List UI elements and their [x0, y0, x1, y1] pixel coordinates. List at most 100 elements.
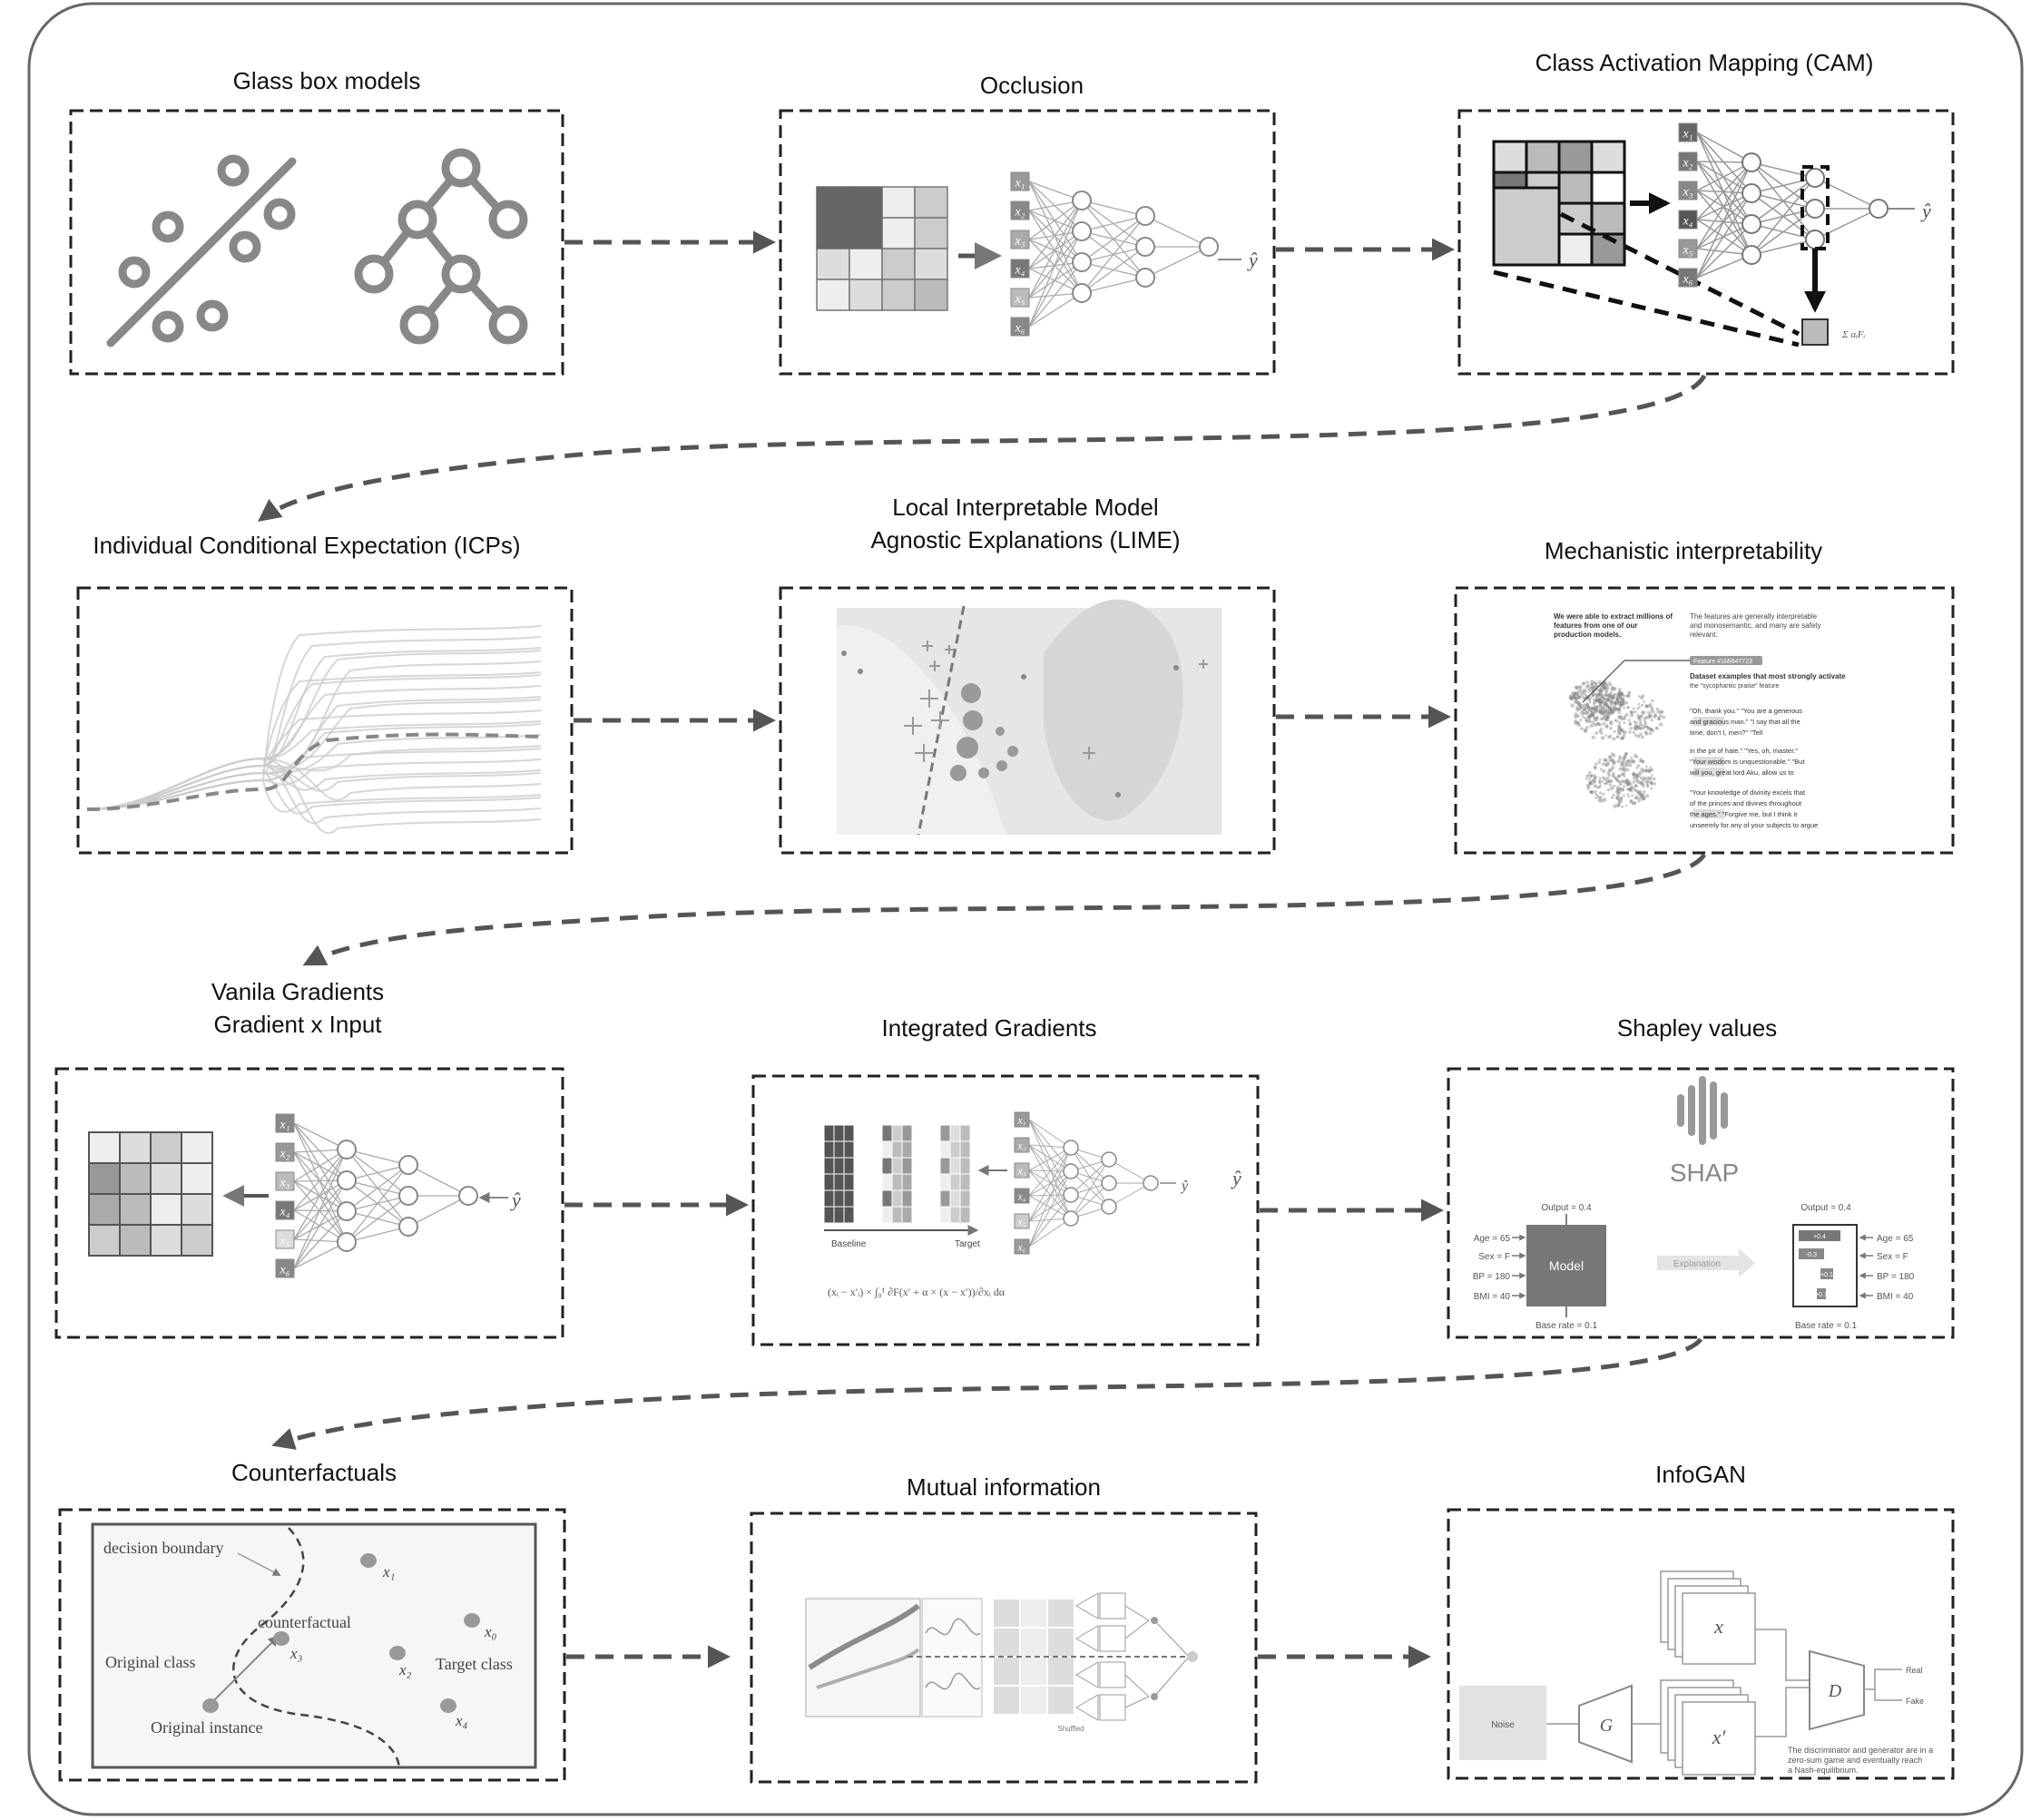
feature-point: [1579, 688, 1583, 691]
svg-text:relevant.: relevant.: [1690, 631, 1718, 639]
grid-cell: [939, 1173, 951, 1191]
input-label: x₅: [279, 1235, 289, 1248]
hidden-node: [1063, 1163, 1079, 1179]
feature-point: [1626, 793, 1630, 796]
feature-point: [1654, 714, 1657, 718]
panel-frame-glass: [69, 109, 564, 376]
feature-point: [1634, 801, 1637, 805]
feature-point: [1591, 714, 1595, 719]
feature-point: [1589, 710, 1593, 713]
feature-point: [1634, 727, 1637, 731]
feature-point: [1594, 796, 1597, 799]
lime-markers: [841, 641, 1208, 797]
feature-point: [1633, 753, 1638, 758]
feature-point: [1649, 706, 1654, 710]
feature-point: [1610, 688, 1614, 691]
cf-label-target-class: Target class: [436, 1655, 513, 1673]
network-edge: [293, 1122, 348, 1243]
feature-point: [1646, 779, 1650, 783]
cf-x0: x₀: [484, 1623, 497, 1640]
hidden-node: [1869, 199, 1889, 219]
feature-point: [1632, 773, 1636, 778]
feature-point: [1606, 693, 1611, 698]
grid-cell: [992, 1598, 1021, 1629]
feature-point: [1606, 771, 1611, 776]
feature-point: [1586, 787, 1590, 790]
feature-point: [1614, 692, 1617, 696]
mech-examples: "Oh, thank you." "You are a generousand …: [1689, 707, 1818, 829]
feature-point: [1619, 703, 1624, 708]
input-node: [275, 1200, 295, 1220]
feature-point: [1638, 797, 1642, 800]
feature-point: [1569, 697, 1573, 700]
feature-point: [1605, 712, 1611, 717]
feature-point: [1613, 784, 1616, 788]
feature-point: [1611, 695, 1616, 700]
ig-interpolation-columns: [823, 1124, 971, 1224]
feature-point: [1656, 709, 1661, 714]
feature-point: [1613, 688, 1615, 691]
feature-point: [1634, 784, 1638, 788]
shap-bar-value: +0.4: [1813, 1234, 1826, 1240]
feature-point: [1649, 780, 1653, 785]
network-edge: [1696, 190, 1752, 256]
feature-point: [1621, 703, 1624, 707]
feature-point: [1606, 710, 1610, 714]
feature-point: [1582, 697, 1585, 700]
feature-point: [1594, 681, 1597, 685]
feature-point: [1621, 772, 1624, 776]
feature-point: [1573, 694, 1576, 699]
feature-point: [1622, 697, 1625, 700]
cf-label-counterfactual: counterfactual: [258, 1613, 351, 1631]
feature-point: [1591, 707, 1594, 710]
feature-point: [1646, 716, 1651, 719]
feature-point: [1607, 694, 1612, 698]
feature-point: [1584, 716, 1587, 719]
feature-point: [1604, 689, 1607, 693]
network-edge: [1144, 246, 1210, 279]
feature-point: [1638, 715, 1643, 719]
network-edge: [1070, 1182, 1110, 1219]
feature-point: [1607, 715, 1611, 719]
feature-point: [1616, 697, 1621, 701]
cam-dash: [1559, 211, 1800, 337]
feature-point: [1616, 694, 1621, 699]
feature-point: [1604, 697, 1607, 700]
cam-y-hat: ŷ: [1920, 200, 1931, 222]
feature-point: [1612, 761, 1615, 766]
feature-point: [1646, 785, 1650, 788]
feature-point: [1616, 802, 1621, 807]
feature-point: [1598, 703, 1602, 708]
input-label: x₂: [1017, 1140, 1026, 1151]
input-label: x₄: [1017, 1191, 1026, 1202]
grid-cell: [959, 1173, 971, 1191]
feature-point: [1602, 701, 1607, 706]
feature-point: [1609, 727, 1613, 730]
feature-point: [1634, 784, 1637, 788]
feature-point: [1617, 774, 1621, 778]
feature-point: [1621, 697, 1624, 700]
grid-cell: [901, 1140, 913, 1159]
cf-arrow: [211, 1635, 280, 1703]
feature-point: [1618, 694, 1622, 698]
grid-cell: [823, 1173, 835, 1191]
mi-encoder: [1075, 1592, 1099, 1619]
feature-point: [1612, 695, 1615, 699]
feature-point: [1604, 714, 1608, 719]
infogan-noise-label: Noise: [1491, 1720, 1515, 1730]
network-edge: [1751, 208, 1816, 256]
feature-point: [1578, 709, 1581, 711]
input-label: x₄: [1014, 264, 1025, 278]
network-edge: [1028, 210, 1083, 294]
feature-point: [1605, 711, 1610, 716]
feature-point: [1648, 731, 1653, 736]
feature-point: [1592, 778, 1595, 782]
feature-point: [1649, 715, 1653, 719]
feature-point: [1622, 700, 1625, 703]
network-edge: [1028, 1147, 1072, 1222]
feature-point: [1623, 780, 1626, 784]
feature-point: [1637, 789, 1643, 794]
feature-point: [1609, 768, 1614, 772]
lime-dot: [841, 651, 847, 656]
feature-point: [1578, 705, 1582, 708]
